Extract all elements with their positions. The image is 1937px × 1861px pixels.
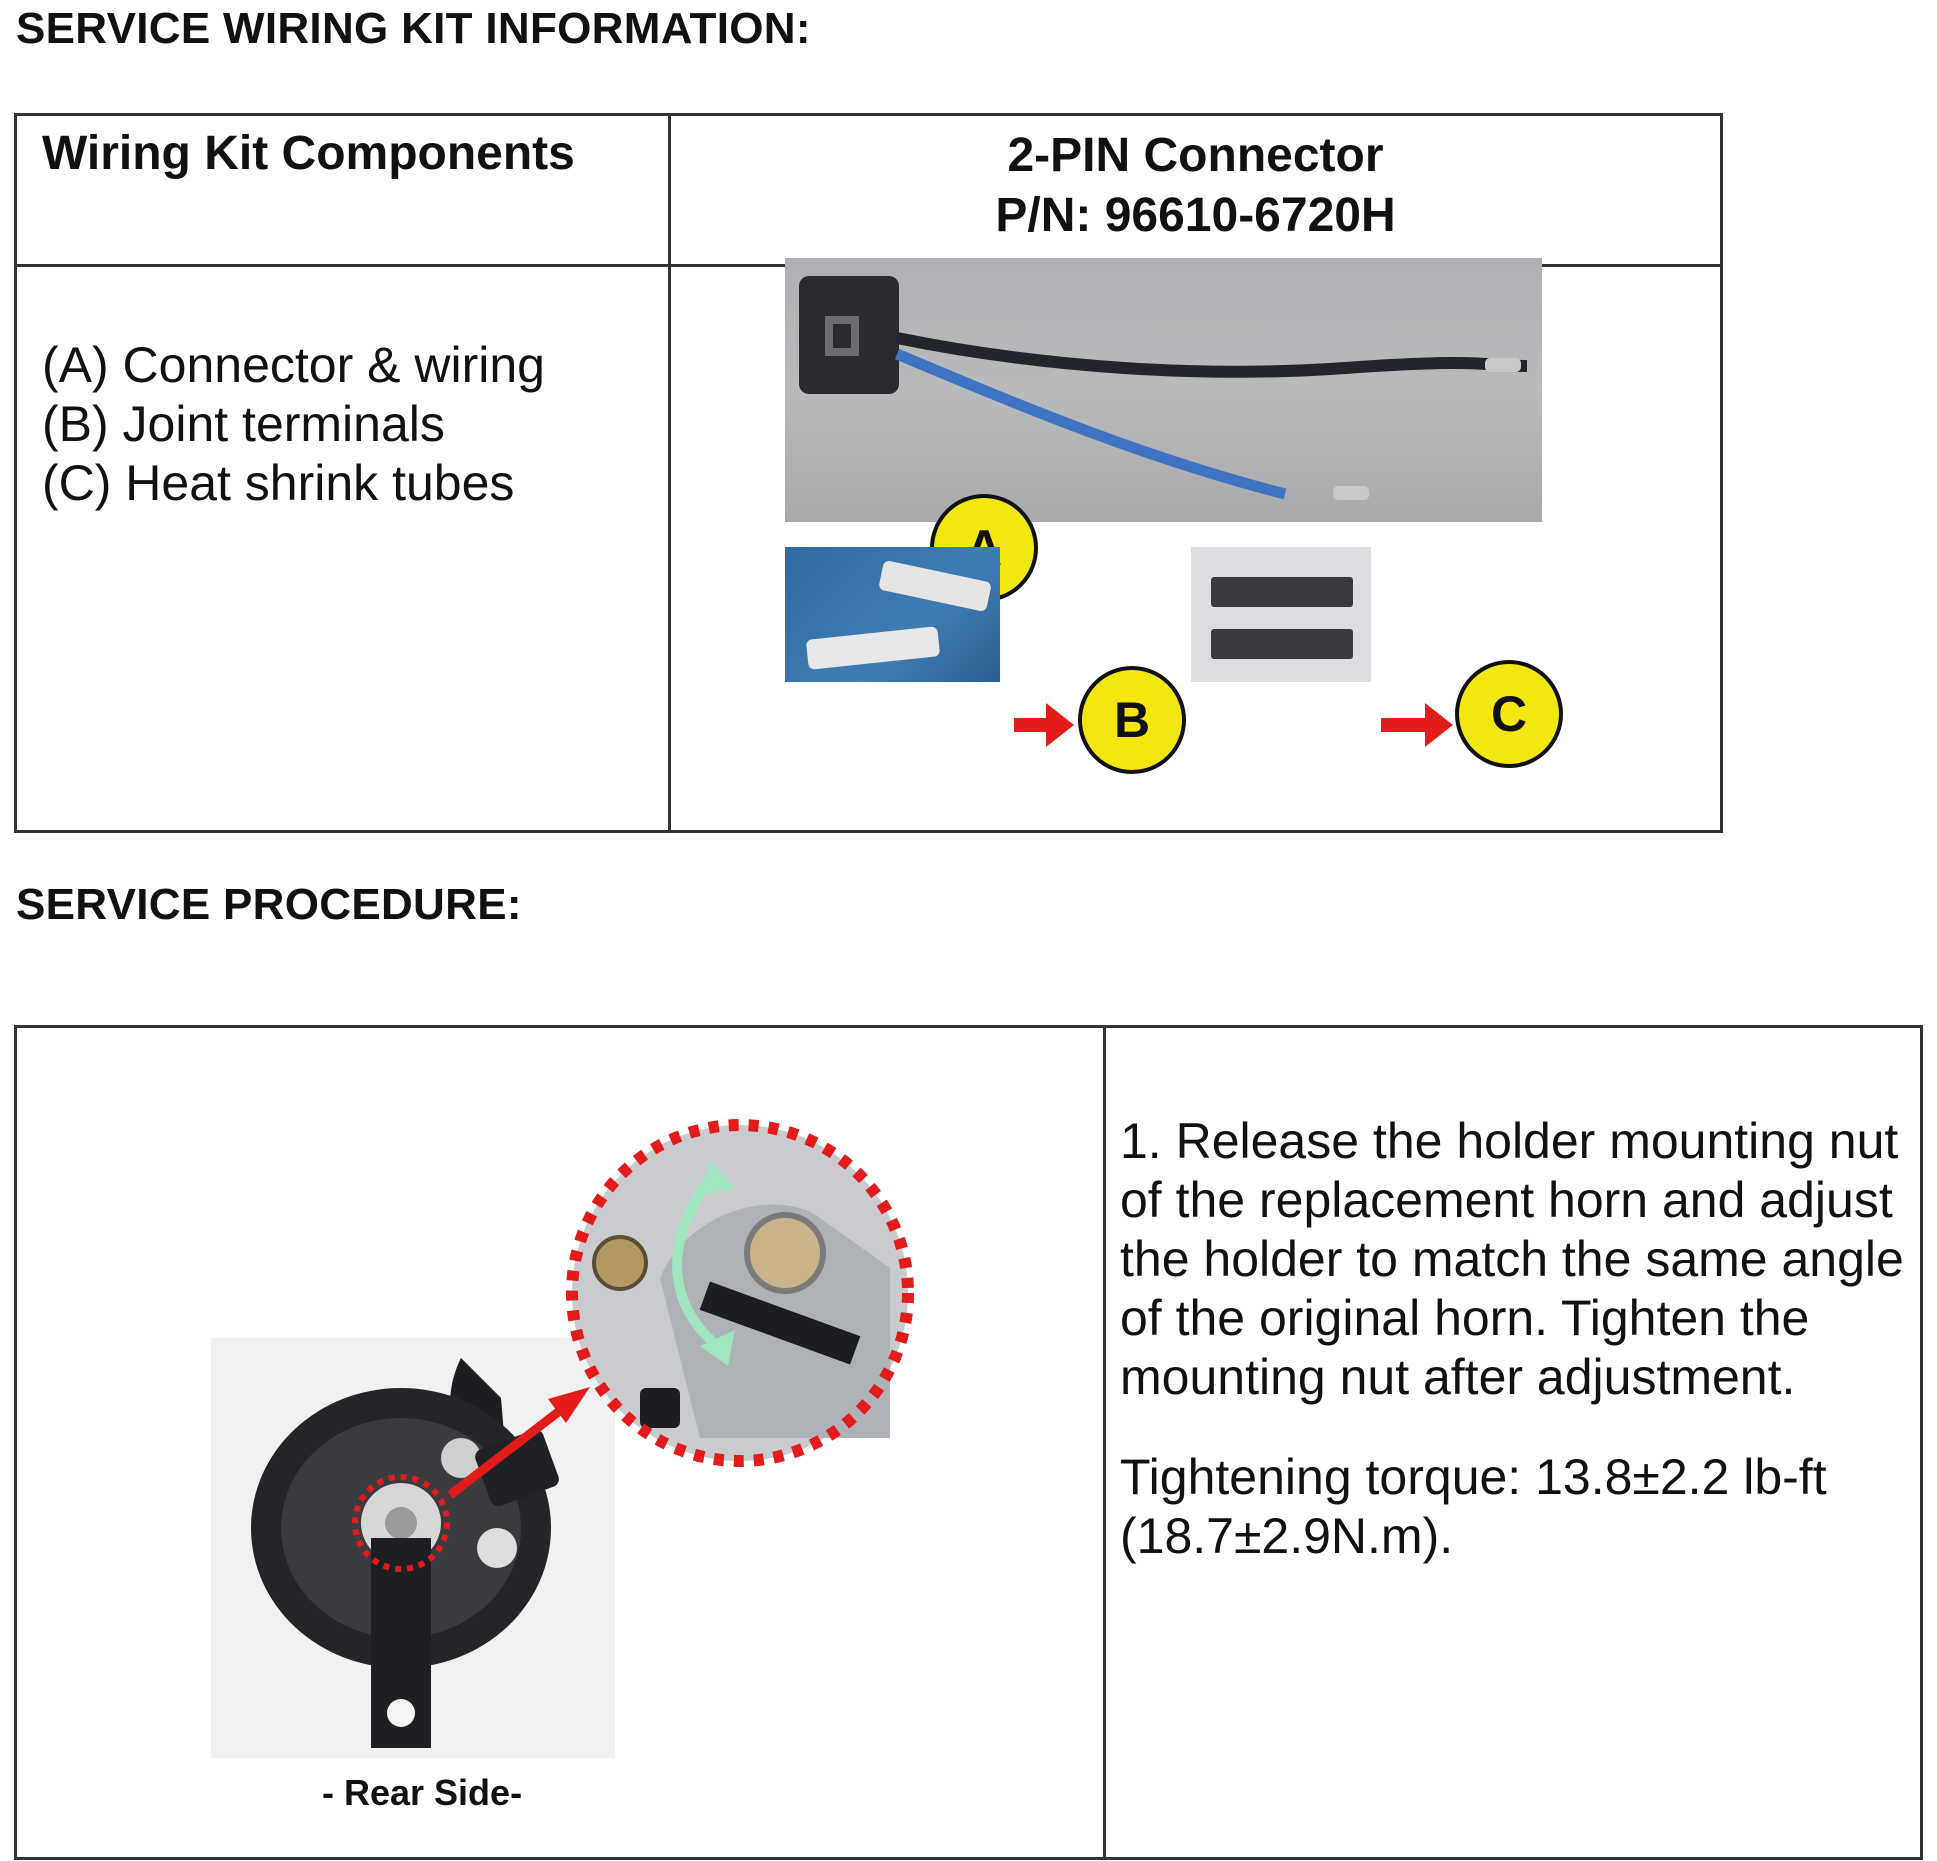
arrow-c-shaft — [1381, 718, 1427, 732]
arrow-right-icon — [1425, 703, 1453, 747]
component-list: (A) Connector & wiring (B) Joint termina… — [42, 336, 545, 513]
torque-line-1: Tightening torque: 13.8±2.2 lb-ft — [1120, 1449, 1827, 1505]
torque-line-2: (18.7±2.9N.m). — [1120, 1508, 1454, 1564]
kit-table: Wiring Kit Components 2-PIN Connector P/… — [14, 113, 1723, 833]
component-item-c: (C) Heat shrink tubes — [42, 455, 515, 511]
joint-terminals-photo — [785, 547, 1000, 682]
connector-wiring-photo — [785, 258, 1542, 522]
horn-illustration — [251, 1358, 559, 1748]
joint-terminals-illustration — [806, 561, 991, 670]
heat-shrink-tube — [1211, 577, 1353, 607]
component-item-a: (A) Connector & wiring — [42, 337, 545, 393]
heat-shrink-tube — [1211, 629, 1353, 659]
column-divider — [668, 116, 671, 830]
header-connector: 2-PIN Connector P/N: 96610-6720H — [671, 126, 1720, 246]
torque-spec: Tightening torque: 13.8±2.2 lb-ft (18.7±… — [1120, 1448, 1910, 1566]
label-badge-c: C — [1455, 660, 1563, 768]
label-badge-b: B — [1078, 666, 1186, 774]
zoom-arrow-icon — [447, 1387, 590, 1499]
component-item-b: (B) Joint terminals — [42, 396, 445, 452]
arrow-right-icon — [1046, 703, 1074, 747]
column-divider — [1103, 1028, 1106, 1857]
horn-rear-photo — [211, 1338, 615, 1758]
heat-shrink-tubes-photo — [1191, 547, 1371, 682]
horn-image-caption: - Rear Side- — [322, 1772, 523, 1813]
connector-wiring-illustration — [799, 276, 1528, 500]
procedure-step-1: 1. Release the holder mounting nut of th… — [1120, 1113, 1904, 1405]
connector-title: 2-PIN Connector — [1007, 129, 1384, 182]
section-heading-kit: SERVICE WIRING KIT INFORMATION: — [16, 4, 811, 53]
header-wiring-kit-components: Wiring Kit Components — [42, 127, 575, 180]
procedure-table: 1. Release the holder mounting nut of th… — [14, 1025, 1923, 1860]
zoom-detail — [566, 1119, 914, 1467]
arrow-b-shaft — [1014, 718, 1048, 732]
part-number: P/N: 96610-6720H — [995, 189, 1396, 242]
section-heading-procedure: SERVICE PROCEDURE: — [16, 880, 522, 929]
